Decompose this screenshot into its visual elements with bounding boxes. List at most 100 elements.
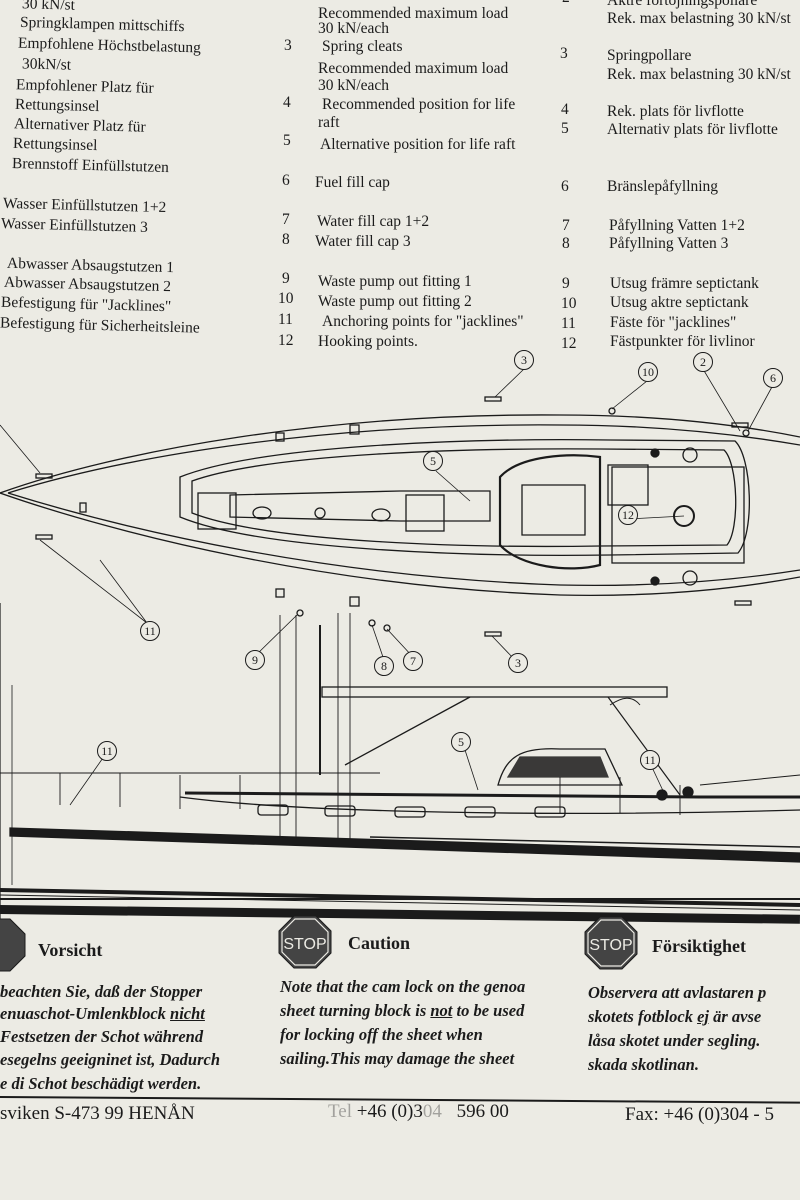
stripe xyxy=(369,836,800,848)
legend-sv-line: Utsug aktre septictank xyxy=(610,294,749,311)
cleat xyxy=(484,396,502,402)
winch xyxy=(682,447,698,463)
cleat xyxy=(349,424,360,435)
legend-de-line: Empfohlener Platz für xyxy=(15,76,154,97)
legend-en-number: 5 xyxy=(283,132,291,149)
steering-wheel xyxy=(673,505,695,527)
fitting xyxy=(650,448,660,458)
legend-en-line: Alternative position for life raft xyxy=(320,136,516,153)
legend-en-line: 30 kN/each xyxy=(318,77,390,94)
callout-number: 2 xyxy=(693,352,713,372)
legend-de-line: Wasser Einfüllstutzen 1+2 xyxy=(2,194,167,217)
legend-en-line: Water fill cap 3 xyxy=(315,233,411,250)
legend-sv-line: Rek. max belastning 30 kN/st xyxy=(607,10,791,27)
boat-deck-diagram xyxy=(0,368,800,930)
caution-title: Caution xyxy=(348,933,411,953)
portlight xyxy=(394,806,426,818)
cockpit-outline xyxy=(498,454,602,570)
callout-number: 10 xyxy=(638,362,658,382)
caution-line: skada skotlinan. xyxy=(588,1055,699,1074)
callout-number: 9 xyxy=(245,650,265,670)
legend-de-line: Empfohlene Höchstbelastung xyxy=(17,34,202,57)
shroud xyxy=(279,613,351,845)
boom xyxy=(321,686,668,698)
legend-en-number: 8 xyxy=(282,231,290,248)
deck-line xyxy=(7,424,800,494)
portlight xyxy=(257,804,289,816)
cleat xyxy=(484,631,502,637)
legend-en-number: 11 xyxy=(278,311,293,328)
portlight xyxy=(324,805,356,817)
legend-en-line: Spring cleats xyxy=(322,38,403,55)
leader-line xyxy=(0,424,41,474)
footer-address: sviken S-473 99 HENÅN xyxy=(0,1103,195,1124)
legend-en-line: Fuel fill cap xyxy=(315,174,390,191)
caution-line: skotets fotblock ej är avse xyxy=(588,1007,762,1026)
caution-line: enuaschot-Umlenkblock nicht xyxy=(0,1004,205,1023)
legend-de-line: Abwasser Absaugstutzen 2 xyxy=(3,273,172,296)
legend-de-line: Abwasser Absaugstutzen 1 xyxy=(6,254,175,277)
deck-line xyxy=(7,492,800,587)
portlight xyxy=(534,806,566,818)
fore-hatch xyxy=(197,492,237,530)
legend-de-line: Rettungsinsel xyxy=(14,95,100,116)
sprayhood-window xyxy=(506,756,609,778)
hull-outline xyxy=(0,492,800,596)
legend-sv-number: 7 xyxy=(562,217,570,234)
backstay xyxy=(609,697,641,706)
legend-sv-line: Fäste för "jacklines" xyxy=(610,314,737,331)
legend-sv-number: 10 xyxy=(561,295,577,312)
caution-line: låsa skotet under segling. xyxy=(588,1031,761,1050)
deck-profile xyxy=(184,791,800,799)
stop-sign-icon: STOP xyxy=(278,915,332,969)
stop-sign-label: STOP xyxy=(283,936,326,953)
legend-sv-number: 9 xyxy=(562,275,570,292)
caution-line: esegelns geeigninet ist, Dadurch xyxy=(0,1050,221,1069)
stop-sign-icon xyxy=(0,918,26,972)
caution-line: Festsetzen der Schot während xyxy=(0,1027,204,1046)
cleat xyxy=(275,432,285,442)
portlight xyxy=(464,806,496,818)
legend-sv-line: Rek. max belastning 30 kN/st xyxy=(607,66,791,83)
callout-number: 8 xyxy=(374,656,394,676)
sprayhood xyxy=(497,748,624,786)
legend-sv-number: 6 xyxy=(561,178,569,195)
caution-line: sheet turning block is not to be used xyxy=(280,1001,525,1020)
cleat xyxy=(35,534,53,540)
lifeline xyxy=(699,774,800,786)
legend-sv-number: 12 xyxy=(561,335,577,352)
legend-de-line: Brennstoff Einfüllstutzen xyxy=(11,154,170,177)
caution-line: Observera att avlastaren p xyxy=(588,983,767,1002)
caution-line: e di Schot beschädigt werden. xyxy=(0,1074,202,1093)
legend-sv-line: Utsug främre septictank xyxy=(610,275,759,292)
caution-line: sailing.This may damage the sheet xyxy=(280,1049,515,1068)
fill-cap xyxy=(608,407,616,415)
vent xyxy=(314,507,326,519)
walkway xyxy=(229,490,491,522)
waterline xyxy=(0,888,800,907)
caution-line: for locking off the sheet when xyxy=(280,1025,483,1044)
caution-title: Försiktighet xyxy=(652,936,746,956)
callout-number: 11 xyxy=(97,741,117,761)
boom-vang xyxy=(344,696,471,766)
cockpit-well xyxy=(521,484,586,536)
legend-de-line: Befestigung für "Jacklines" xyxy=(0,293,172,316)
legend-sv-line: Påfyllning Vatten 3 xyxy=(609,235,729,252)
winch xyxy=(656,789,668,801)
legend-en-line: Hooking points. xyxy=(318,333,418,350)
winch xyxy=(682,786,694,798)
legend-de-line: Rettungsinsel xyxy=(12,134,98,155)
legend-sv-line: Springpollare xyxy=(607,47,692,64)
callout-number: 3 xyxy=(508,653,528,673)
cleat xyxy=(349,596,360,607)
legend-en-line: raft xyxy=(318,114,340,131)
legend-de-line: Wasser Einfüllstutzen 3 xyxy=(0,215,149,236)
footer-phone: Tel +46 (0)304 596 00 xyxy=(328,1101,509,1122)
fill-cap xyxy=(742,429,750,437)
legend-en-line: Anchoring points for "jacklines" xyxy=(322,313,524,330)
cleat xyxy=(35,473,53,479)
legend-en-number: 6 xyxy=(282,172,290,189)
fill-cap xyxy=(383,624,391,632)
legend-de-line: Befestigung für Sicherheitsleine xyxy=(0,314,200,337)
legend-en-number: 3 xyxy=(284,37,292,54)
